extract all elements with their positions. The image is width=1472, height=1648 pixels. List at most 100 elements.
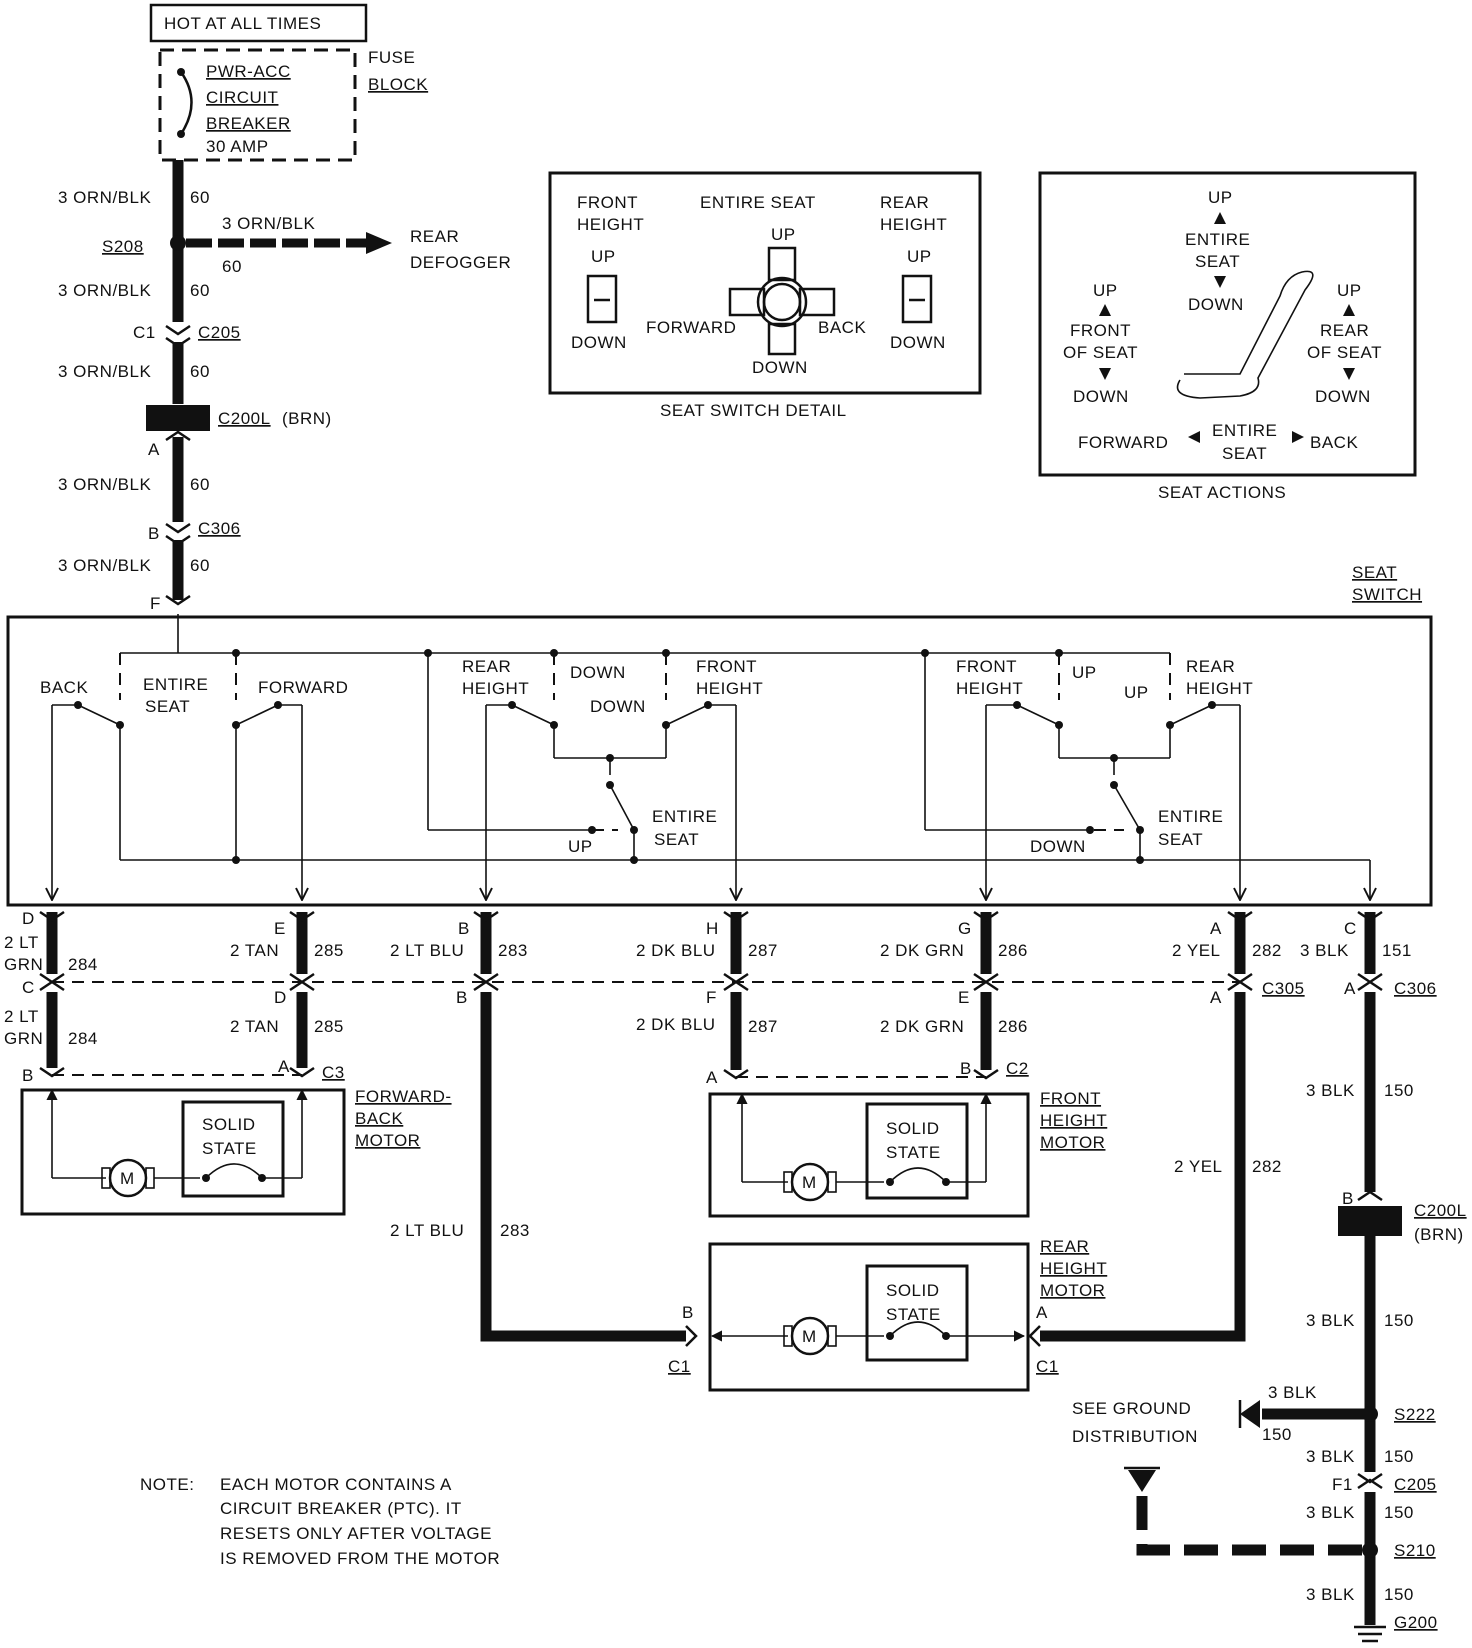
pin-d-285: D <box>274 988 287 1007</box>
pin-b-fh: B <box>960 1059 972 1078</box>
rh-solid-state-box <box>865 1264 969 1362</box>
c200l-ground-connector <box>1338 1206 1402 1236</box>
rh-label-1: REAR <box>1040 1237 1089 1256</box>
fuse-block-label-1: FUSE <box>368 48 415 67</box>
fb-label-2: BACK <box>355 1109 403 1128</box>
feed-circuit-2: 60 <box>190 281 210 300</box>
note-line-1: EACH MOTOR CONTAINS A <box>220 1475 452 1494</box>
actions-front-2: OF SEAT <box>1063 343 1138 362</box>
rh-label-2: HEIGHT <box>1040 1259 1107 1278</box>
wire-284-color-1a: 2 LT <box>4 933 39 952</box>
fh-solid-state-box <box>865 1102 969 1200</box>
gnd-wire-1: 3 BLK <box>1306 1081 1355 1100</box>
feed-wire-3: 3 ORN/BLK <box>58 362 151 381</box>
sw-entire-1: ENTIRE <box>143 675 208 694</box>
wire-286-color-1: 2 DK GRN <box>880 941 964 960</box>
splice-s208 <box>170 235 186 251</box>
pin-a-282: A <box>1210 919 1222 938</box>
detail-rear-down: DOWN <box>890 333 946 352</box>
seat-switch: SEAT SWITCH BACK ENTIRE SEAT FORWARD <box>6 563 1433 907</box>
fb-solid-1: SOLID <box>202 1115 256 1134</box>
c200l-label: C200L <box>218 409 271 428</box>
gnd-branch-circuit: 150 <box>1262 1425 1292 1444</box>
splice-s208-label: S208 <box>102 237 144 256</box>
wire-285-circuit-2: 285 <box>314 1017 344 1036</box>
sw-r-entire-2: SEAT <box>1158 830 1203 849</box>
entire-seat-joystick <box>756 276 808 328</box>
wire-151-circuit: 151 <box>1382 941 1412 960</box>
switch-feed-pin: F <box>150 594 161 613</box>
hot-at-all-times-box <box>149 3 368 43</box>
wire-151-color: 3 BLK <box>1300 941 1349 960</box>
seat-actions: UP ENTIRE SEAT DOWN UP FRONT OF SEAT DOW… <box>1038 171 1417 502</box>
sw-mid-entire-2: SEAT <box>654 830 699 849</box>
fuse-block-outline <box>158 48 357 162</box>
sw-r-rear-height-2: HEIGHT <box>1186 679 1253 698</box>
sw-entire-down: DOWN <box>1030 837 1086 856</box>
wire-282-color: 2 YEL <box>1172 941 1221 960</box>
feed-wire-4: 3 ORN/BLK <box>58 475 151 494</box>
c200l-pin: A <box>148 440 160 459</box>
sw-r-front-height-1: FRONT <box>956 657 1017 676</box>
fb-motor-m: M <box>120 1169 135 1188</box>
feed-wire-1: 3 ORN/BLK <box>58 188 151 207</box>
gnd-wire-4: 3 BLK <box>1306 1503 1355 1522</box>
wire-286-circuit-2: 286 <box>998 1017 1028 1036</box>
detail-front-up: UP <box>591 247 616 266</box>
detail-front-down: DOWN <box>571 333 627 352</box>
defogger-label-2: DEFOGGER <box>410 253 511 272</box>
wire-283-circuit: 283 <box>498 941 528 960</box>
harness-wires: D 2 LT GRN 284 C 2 LT GRN 284 B E 2 TAN … <box>4 909 1436 1342</box>
rh-label-3: MOTOR <box>1040 1281 1105 1300</box>
wire-285-circuit-1: 285 <box>314 941 344 960</box>
breaker-label-3: BREAKER <box>206 114 291 133</box>
pin-a-282-lower: A <box>1210 988 1222 1007</box>
c306-feed-label: C306 <box>198 519 241 538</box>
sw-down-2: DOWN <box>590 697 646 716</box>
sw-mid-entire-1: ENTIRE <box>652 807 717 826</box>
actions-back: BACK <box>1310 433 1358 452</box>
sw-entire-up: UP <box>568 837 593 856</box>
pin-e-286: E <box>958 988 970 1007</box>
wire-287-color-1: 2 DK BLU <box>636 941 716 960</box>
pin-f-287: F <box>706 988 717 1007</box>
c306-feed-pin: B <box>148 524 160 543</box>
forward-back-motor-box <box>20 1088 346 1216</box>
actions-rear-down: DOWN <box>1315 387 1371 406</box>
sw-rear-height-2: HEIGHT <box>462 679 529 698</box>
actions-rear-1: REAR <box>1320 321 1369 340</box>
gnd-circuit-1: 150 <box>1384 1081 1414 1100</box>
feed-circuit-1: 60 <box>190 188 210 207</box>
c200l-connector <box>146 405 210 431</box>
actions-entire-seat-2: SEAT <box>1222 444 1267 463</box>
fh-label-3: MOTOR <box>1040 1133 1105 1152</box>
actions-entire-seat-1: ENTIRE <box>1212 421 1277 440</box>
feed-wire-5: 3 ORN/BLK <box>58 556 151 575</box>
detail-forward: FORWARD <box>646 318 736 337</box>
pin-d-284: D <box>22 909 35 928</box>
sw-entire-2: SEAT <box>145 697 190 716</box>
seat-actions-box <box>1038 171 1417 477</box>
connector-c3: C3 <box>322 1063 345 1082</box>
gnd-wire-2: 3 BLK <box>1306 1311 1355 1330</box>
defog-circuit: 60 <box>222 257 242 276</box>
seat-switch-title-1: SEAT <box>1352 563 1397 582</box>
sw-up-1: UP <box>1072 663 1097 682</box>
pin-b-283: B <box>458 919 470 938</box>
gnd-circuit-5: 150 <box>1384 1585 1414 1604</box>
switch-detail-box <box>548 171 982 395</box>
sw-r-entire-1: ENTIRE <box>1158 807 1223 826</box>
detail-back: BACK <box>818 318 866 337</box>
gnd-c205-pin: F1 <box>1332 1475 1353 1494</box>
pin-a-151: A <box>1344 979 1356 998</box>
wire-282-color-lower: 2 YEL <box>1174 1157 1223 1176</box>
see-ground-1: SEE GROUND <box>1072 1399 1191 1418</box>
feed-circuit-3: 60 <box>190 362 210 381</box>
motors: M SOLID STATE FORWARD- BACK MOTOR M SOLI… <box>20 1087 1107 1392</box>
front-height-rocker <box>586 274 618 324</box>
hot-label: HOT AT ALL TIMES <box>164 14 321 33</box>
actions-entire-down: DOWN <box>1188 295 1244 314</box>
wire-282-circuit: 282 <box>1252 941 1282 960</box>
pin-h-287: H <box>706 919 719 938</box>
